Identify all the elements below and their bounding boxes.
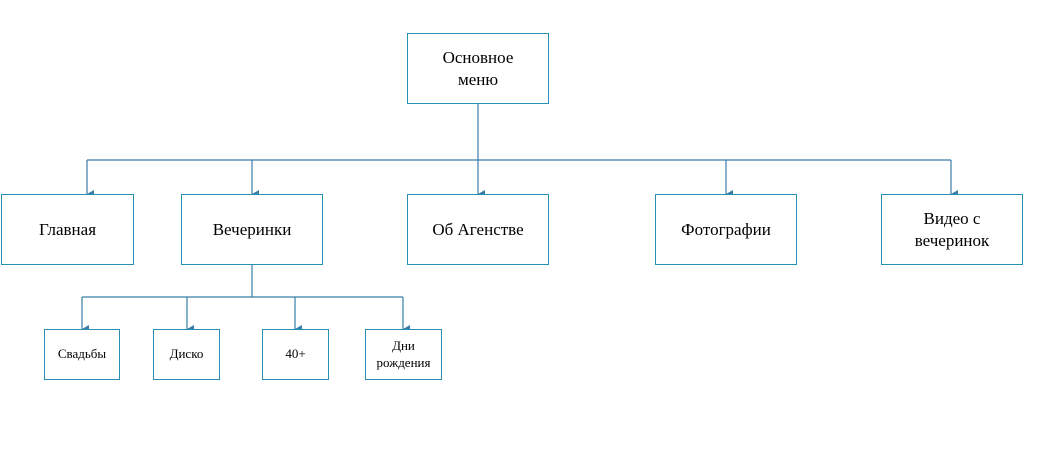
node-glavnaya: Главная: [1, 194, 134, 265]
node-dni-rozhdeniya: Дни рождения: [365, 329, 442, 380]
node-ob-agenstve: Об Агенстве: [407, 194, 549, 265]
node-fotografii: Фотографии: [655, 194, 797, 265]
node-disko: Диско: [153, 329, 220, 380]
node-vecherinki: Вечеринки: [181, 194, 323, 265]
node-video-s-vecherinok: Видео с вечеринок: [881, 194, 1023, 265]
node-svadby: Свадьбы: [44, 329, 120, 380]
node-40-plus: 40+: [262, 329, 329, 380]
node-root-main-menu: Основное меню: [407, 33, 549, 104]
